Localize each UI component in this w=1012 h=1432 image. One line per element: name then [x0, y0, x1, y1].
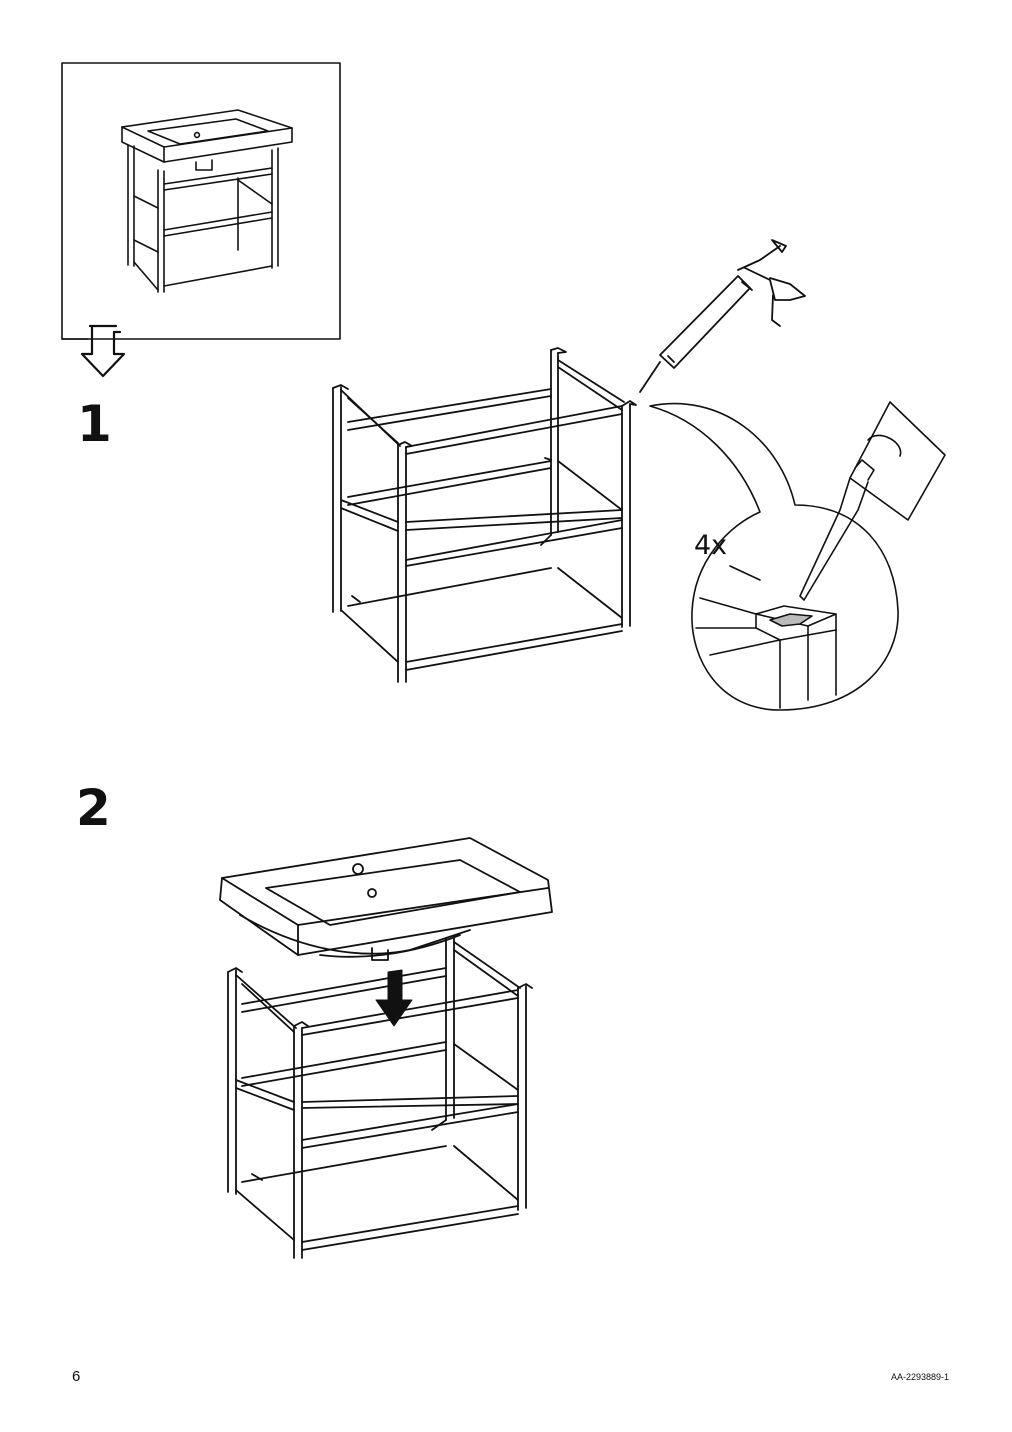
step2-basin-illustration	[219, 837, 553, 961]
step-number-1: 1	[77, 395, 112, 453]
overview-product-illustration	[121, 109, 293, 293]
step-number-2: 2	[76, 779, 111, 837]
quantity-label: 4x	[694, 530, 728, 561]
step2-frame-illustration	[227, 935, 533, 1259]
caulking-gun-illustration	[639, 239, 806, 393]
continue-arrow-icon	[80, 324, 126, 378]
detail-callout	[649, 401, 946, 711]
overview-panel	[61, 62, 341, 378]
page-number: 6	[72, 1368, 81, 1385]
document-code: AA-2293889-1	[890, 1372, 949, 1382]
step1-frame-illustration	[332, 347, 637, 683]
